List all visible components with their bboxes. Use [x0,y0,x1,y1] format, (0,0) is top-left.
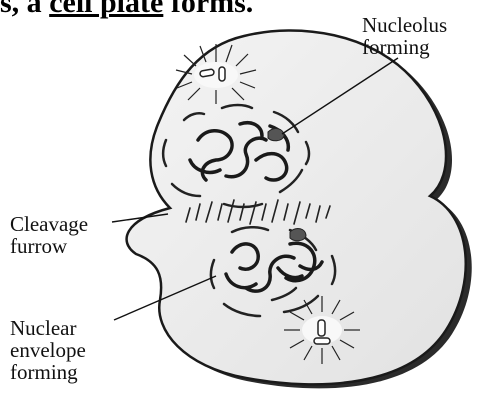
nucleolus-top [268,129,284,141]
label-line: Cleavage [10,213,88,235]
label-line: forming [10,361,86,383]
label-line: forming [362,36,447,58]
nucleolus-bottom [290,229,306,241]
label-nucleolus-forming: Nucleolus forming [362,14,447,58]
label-line: envelope [10,339,86,361]
label-line: Nucleolus [362,14,447,36]
label-line: furrow [10,235,88,257]
label-cleavage-furrow: Cleavage furrow [10,213,88,257]
label-line: Nuclear [10,317,86,339]
cell-body [127,30,466,384]
label-nuclear-envelope-forming: Nuclear envelope forming [10,317,86,383]
